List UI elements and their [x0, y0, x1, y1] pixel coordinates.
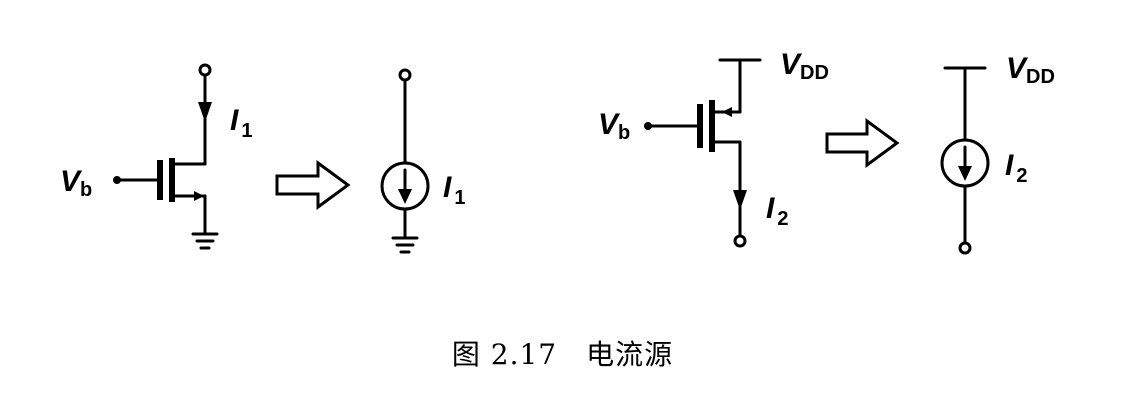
vdd-label: VDD: [780, 48, 829, 84]
ground-icon: [191, 232, 219, 250]
bottom-terminal: [733, 234, 747, 248]
vb-label: Vb: [598, 108, 630, 144]
figure-caption: 图 2.17 电流源: [451, 338, 674, 371]
source-arrow-icon: [722, 107, 732, 117]
current-source-arrow-icon: [398, 189, 412, 204]
vdd-label: VDD: [1006, 52, 1055, 88]
ground-icon: [391, 236, 419, 254]
equivalence-arrow-icon: [275, 160, 351, 210]
current-arrow-icon: [198, 102, 212, 122]
top-terminal: [198, 63, 212, 77]
gate-terminal-dot: [644, 122, 652, 130]
current-arrow-icon: [733, 190, 747, 210]
source-arrow-icon: [194, 191, 204, 201]
equivalence-arrow-icon: [825, 118, 900, 168]
current-source-arrow-icon: [958, 166, 972, 181]
vb-label: Vb: [60, 165, 92, 201]
bottom-terminal: [958, 241, 972, 255]
